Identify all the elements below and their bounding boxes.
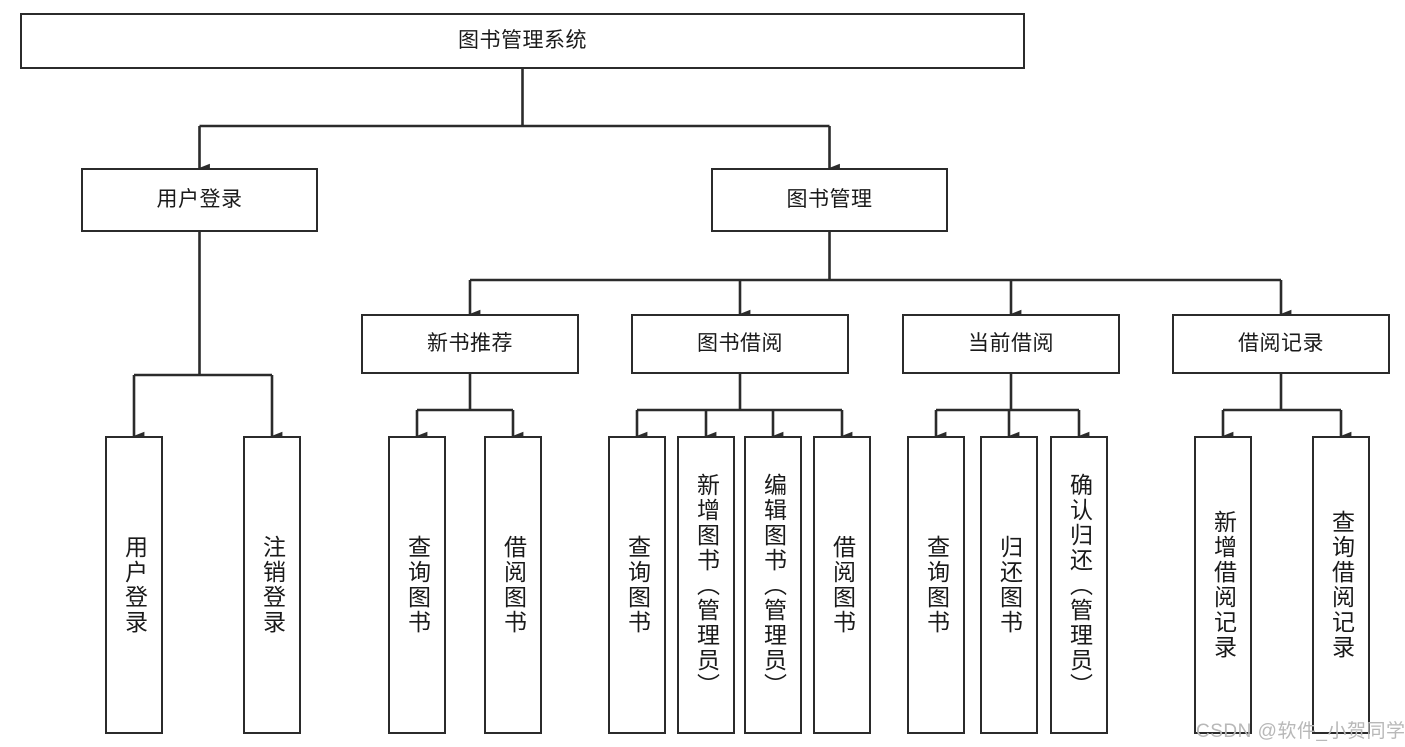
node-label: 图书管理系统 [458,29,587,53]
node-l3-new-book-rec[interactable]: 新书推荐 [361,314,579,374]
node-label: 新书推荐 [427,332,513,356]
node-leaf-query-book-2[interactable]: 查询图书 [608,436,666,734]
node-leaf-logout[interactable]: 注销登录 [243,436,301,734]
node-label: 用户登录 [121,535,148,635]
node-label: 新增借阅记录 [1210,510,1237,660]
node-leaf-edit-book[interactable]: 编辑图书（管理员） [744,436,802,734]
node-leaf-borrow-book-1[interactable]: 借阅图书 [484,436,542,734]
node-label: 当前借阅 [968,332,1054,356]
node-leaf-query-book-1[interactable]: 查询图书 [388,436,446,734]
node-label: 借阅图书 [500,535,527,635]
node-l3-book-borrow[interactable]: 图书借阅 [631,314,849,374]
node-label: 图书借阅 [697,332,783,356]
node-l3-current-borrow[interactable]: 当前借阅 [902,314,1120,374]
node-label: 注销登录 [259,535,286,635]
node-leaf-add-book[interactable]: 新增图书（管理员） [677,436,735,734]
node-label: 查询图书 [404,535,431,635]
node-label: 用户登录 [156,188,243,212]
node-label: 查询借阅记录 [1328,510,1355,660]
node-l2-book-manage[interactable]: 图书管理 [711,168,948,232]
node-root[interactable]: 图书管理系统 [20,13,1025,69]
node-leaf-borrow-book-2[interactable]: 借阅图书 [813,436,871,734]
node-leaf-add-record[interactable]: 新增借阅记录 [1194,436,1252,734]
node-label: 借阅图书 [829,535,856,635]
node-label: 借阅记录 [1238,332,1324,356]
node-label: 查询图书 [923,535,950,635]
node-label: 图书管理 [786,188,873,212]
node-leaf-return-book[interactable]: 归还图书 [980,436,1038,734]
node-label: 查询图书 [624,535,651,635]
node-leaf-user-login[interactable]: 用户登录 [105,436,163,734]
node-leaf-query-record[interactable]: 查询借阅记录 [1312,436,1370,734]
node-leaf-query-book-3[interactable]: 查询图书 [907,436,965,734]
node-leaf-confirm-return[interactable]: 确认归还（管理员） [1050,436,1108,734]
node-l2-user-login[interactable]: 用户登录 [81,168,318,232]
connector-group [132,69,1352,441]
node-label: 编辑图书（管理员） [760,472,787,698]
node-label: 新增图书（管理员） [693,472,720,698]
node-label: 确认归还（管理员） [1066,472,1093,698]
node-l3-borrow-record[interactable]: 借阅记录 [1172,314,1390,374]
node-label: 归还图书 [996,535,1023,635]
